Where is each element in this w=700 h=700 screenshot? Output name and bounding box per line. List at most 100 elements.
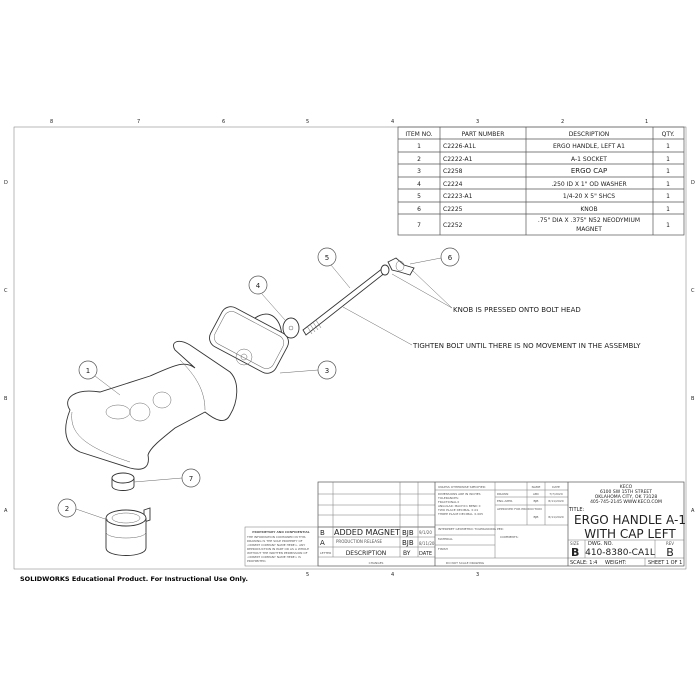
svg-text:C2226-A1L: C2226-A1L	[443, 143, 476, 150]
tolerance-text: THREE PLACE DECIMAL ±.005	[437, 512, 483, 516]
part-knob	[387, 257, 415, 276]
approved-label: APPROVED FOR PRODUCTION	[497, 507, 542, 511]
zone-label: B	[4, 396, 8, 402]
proprietary-title: PROPRIETARY AND CONFIDENTIAL	[252, 530, 310, 534]
svg-text:ERGO HANDLE, LEFT A1: ERGO HANDLE, LEFT A1	[553, 143, 625, 150]
rev-header-by: BY	[403, 550, 411, 557]
eng-appr-date: 8/11/2020	[548, 499, 563, 503]
svg-text:5: 5	[417, 193, 421, 200]
zone-2: 2	[561, 119, 564, 125]
tolerance-text: UNLESS OTHERWISE SPECIFIED:	[438, 485, 486, 489]
drawn-label: DRAWN	[497, 492, 508, 496]
svg-text:5: 5	[325, 254, 329, 262]
approved-name: BJB	[533, 515, 538, 519]
rev-label: REV	[666, 541, 674, 546]
svg-text:6: 6	[448, 254, 453, 262]
bom-header-item: ITEM NO.	[405, 131, 432, 138]
zone-label: A	[691, 508, 695, 514]
rev-letter: A	[320, 539, 325, 547]
zone-label: D	[691, 180, 695, 186]
drawing-title-line2: WITH CAP LEFT	[584, 527, 676, 541]
balloon-5: 5	[317, 247, 337, 267]
svg-text:1: 1	[666, 143, 670, 150]
svg-text:3: 3	[325, 367, 329, 375]
zone-label: 4	[391, 572, 394, 578]
svg-text:2: 2	[65, 505, 69, 513]
zone-label: D	[4, 180, 8, 186]
note-tighten: TIGHTEN BOLT UNTIL THERE IS NO MOVEMENT …	[412, 342, 641, 350]
proprietary-line: <INSERT COMPANY NAME HERE> IS	[247, 555, 301, 559]
sheet-border	[13, 126, 687, 570]
svg-text:3: 3	[417, 168, 421, 175]
rev-value: B	[666, 546, 674, 559]
zone-labels-top: 8 7 6 5 4 3 2 1	[50, 119, 648, 125]
proprietary-line: PROHIBITED.	[247, 559, 266, 563]
changes-label: CHANGES	[369, 561, 384, 565]
interpret-text: INTERPRET GEOMETRIC TOLERANCING PER:	[438, 527, 504, 531]
svg-text:1: 1	[417, 143, 421, 150]
comments-label: COMMENTS:	[500, 535, 519, 539]
eng-appr-label: ENG APPR.	[497, 499, 513, 503]
material-label: MATERIAL	[438, 537, 453, 541]
rev-by: BJB	[402, 529, 414, 537]
svg-text:C2224: C2224	[443, 181, 463, 188]
zone-4: 4	[391, 119, 394, 125]
svg-text:C2258: C2258	[443, 168, 463, 175]
svg-text:C2222-A1: C2222-A1	[443, 156, 473, 163]
rev-date: 9/1/20	[419, 530, 432, 535]
note-knob: KNOB IS PRESSED ONTO BOLT HEAD	[453, 306, 581, 314]
leader-lines	[75, 257, 453, 521]
svg-text:1/4-20 X 5" SHCS: 1/4-20 X 5" SHCS	[563, 193, 615, 200]
svg-text:C2252: C2252	[443, 222, 463, 229]
solidworks-footer: SOLIDWORKS Educational Product. For Inst…	[20, 575, 248, 583]
svg-text:6: 6	[417, 206, 421, 213]
rev-description: PRODUCTION RELEASE	[336, 539, 383, 544]
balloon-1: 1	[78, 360, 98, 380]
zone-label: 5	[306, 572, 309, 578]
date-header: DATE	[552, 485, 560, 489]
svg-text:A-1 SOCKET: A-1 SOCKET	[571, 156, 607, 163]
drawn-date: 7/7/2020	[549, 492, 563, 496]
dwg-no-label: DWG. NO.	[588, 541, 613, 547]
drawing-number: 410-8380-CA1L	[585, 548, 655, 558]
svg-text:ERGO CAP: ERGO CAP	[571, 167, 607, 175]
zone-label: 3	[476, 572, 479, 578]
name-header: NAME	[532, 485, 541, 489]
zone-1: 1	[645, 119, 648, 125]
part-magnet	[111, 472, 135, 491]
part-bolt	[302, 264, 390, 336]
proprietary-line: <INSERT COMPANY NAME HERE>. ANY	[247, 543, 305, 547]
svg-text:1: 1	[666, 181, 670, 188]
svg-text:KNOB: KNOB	[580, 206, 597, 213]
eng-appr-name: BJB	[533, 499, 538, 503]
proprietary-line: DRAWING IS THE SOLE PROPERTY OF	[247, 539, 303, 543]
title-label: TITLE:	[568, 507, 585, 513]
rev-letter: B	[320, 529, 325, 537]
tolerance-text: FRACTIONAL±	[438, 500, 460, 504]
zone-7: 7	[137, 119, 140, 125]
svg-text:C2225: C2225	[443, 206, 463, 213]
proprietary-line: WITHOUT THE WRITTEN PERMISSION OF	[247, 551, 308, 555]
svg-text:4: 4	[256, 282, 261, 290]
svg-text:.75" DIA X .375" N52 NEODYMIUM: .75" DIA X .375" N52 NEODYMIUM	[538, 217, 640, 224]
part-socket	[105, 507, 151, 556]
zone-8: 8	[50, 119, 53, 125]
tolerance-text: ANGULAR: MACH±1 BEND ±	[438, 504, 481, 508]
svg-text:7: 7	[189, 475, 193, 483]
part-cap	[209, 306, 289, 374]
bom-header-qty: QTY.	[662, 131, 675, 138]
bom-header-description: DESCRIPTION	[569, 131, 610, 138]
balloon-2: 2	[57, 498, 77, 518]
balloon-3: 3	[317, 360, 337, 380]
rev-description: ADDED MAGNET	[334, 528, 400, 537]
svg-text:4: 4	[417, 181, 421, 188]
part-handle	[65, 340, 238, 470]
scale-text: SCALE: 1:4	[570, 560, 597, 566]
zone-label: A	[4, 508, 8, 514]
tolerance-text: DIMENSIONS ARE IN INCHES	[438, 492, 481, 496]
proprietary-notice: PROPRIETARY AND CONFIDENTIAL THE INFORMA…	[244, 526, 319, 567]
company-name: KECO	[620, 484, 633, 490]
company-address: 6100 SW 15TH STREET	[600, 489, 652, 495]
proprietary-line: REPRODUCTION IN PART OR AS A WHOLE	[247, 547, 309, 551]
svg-text:7: 7	[417, 222, 421, 229]
